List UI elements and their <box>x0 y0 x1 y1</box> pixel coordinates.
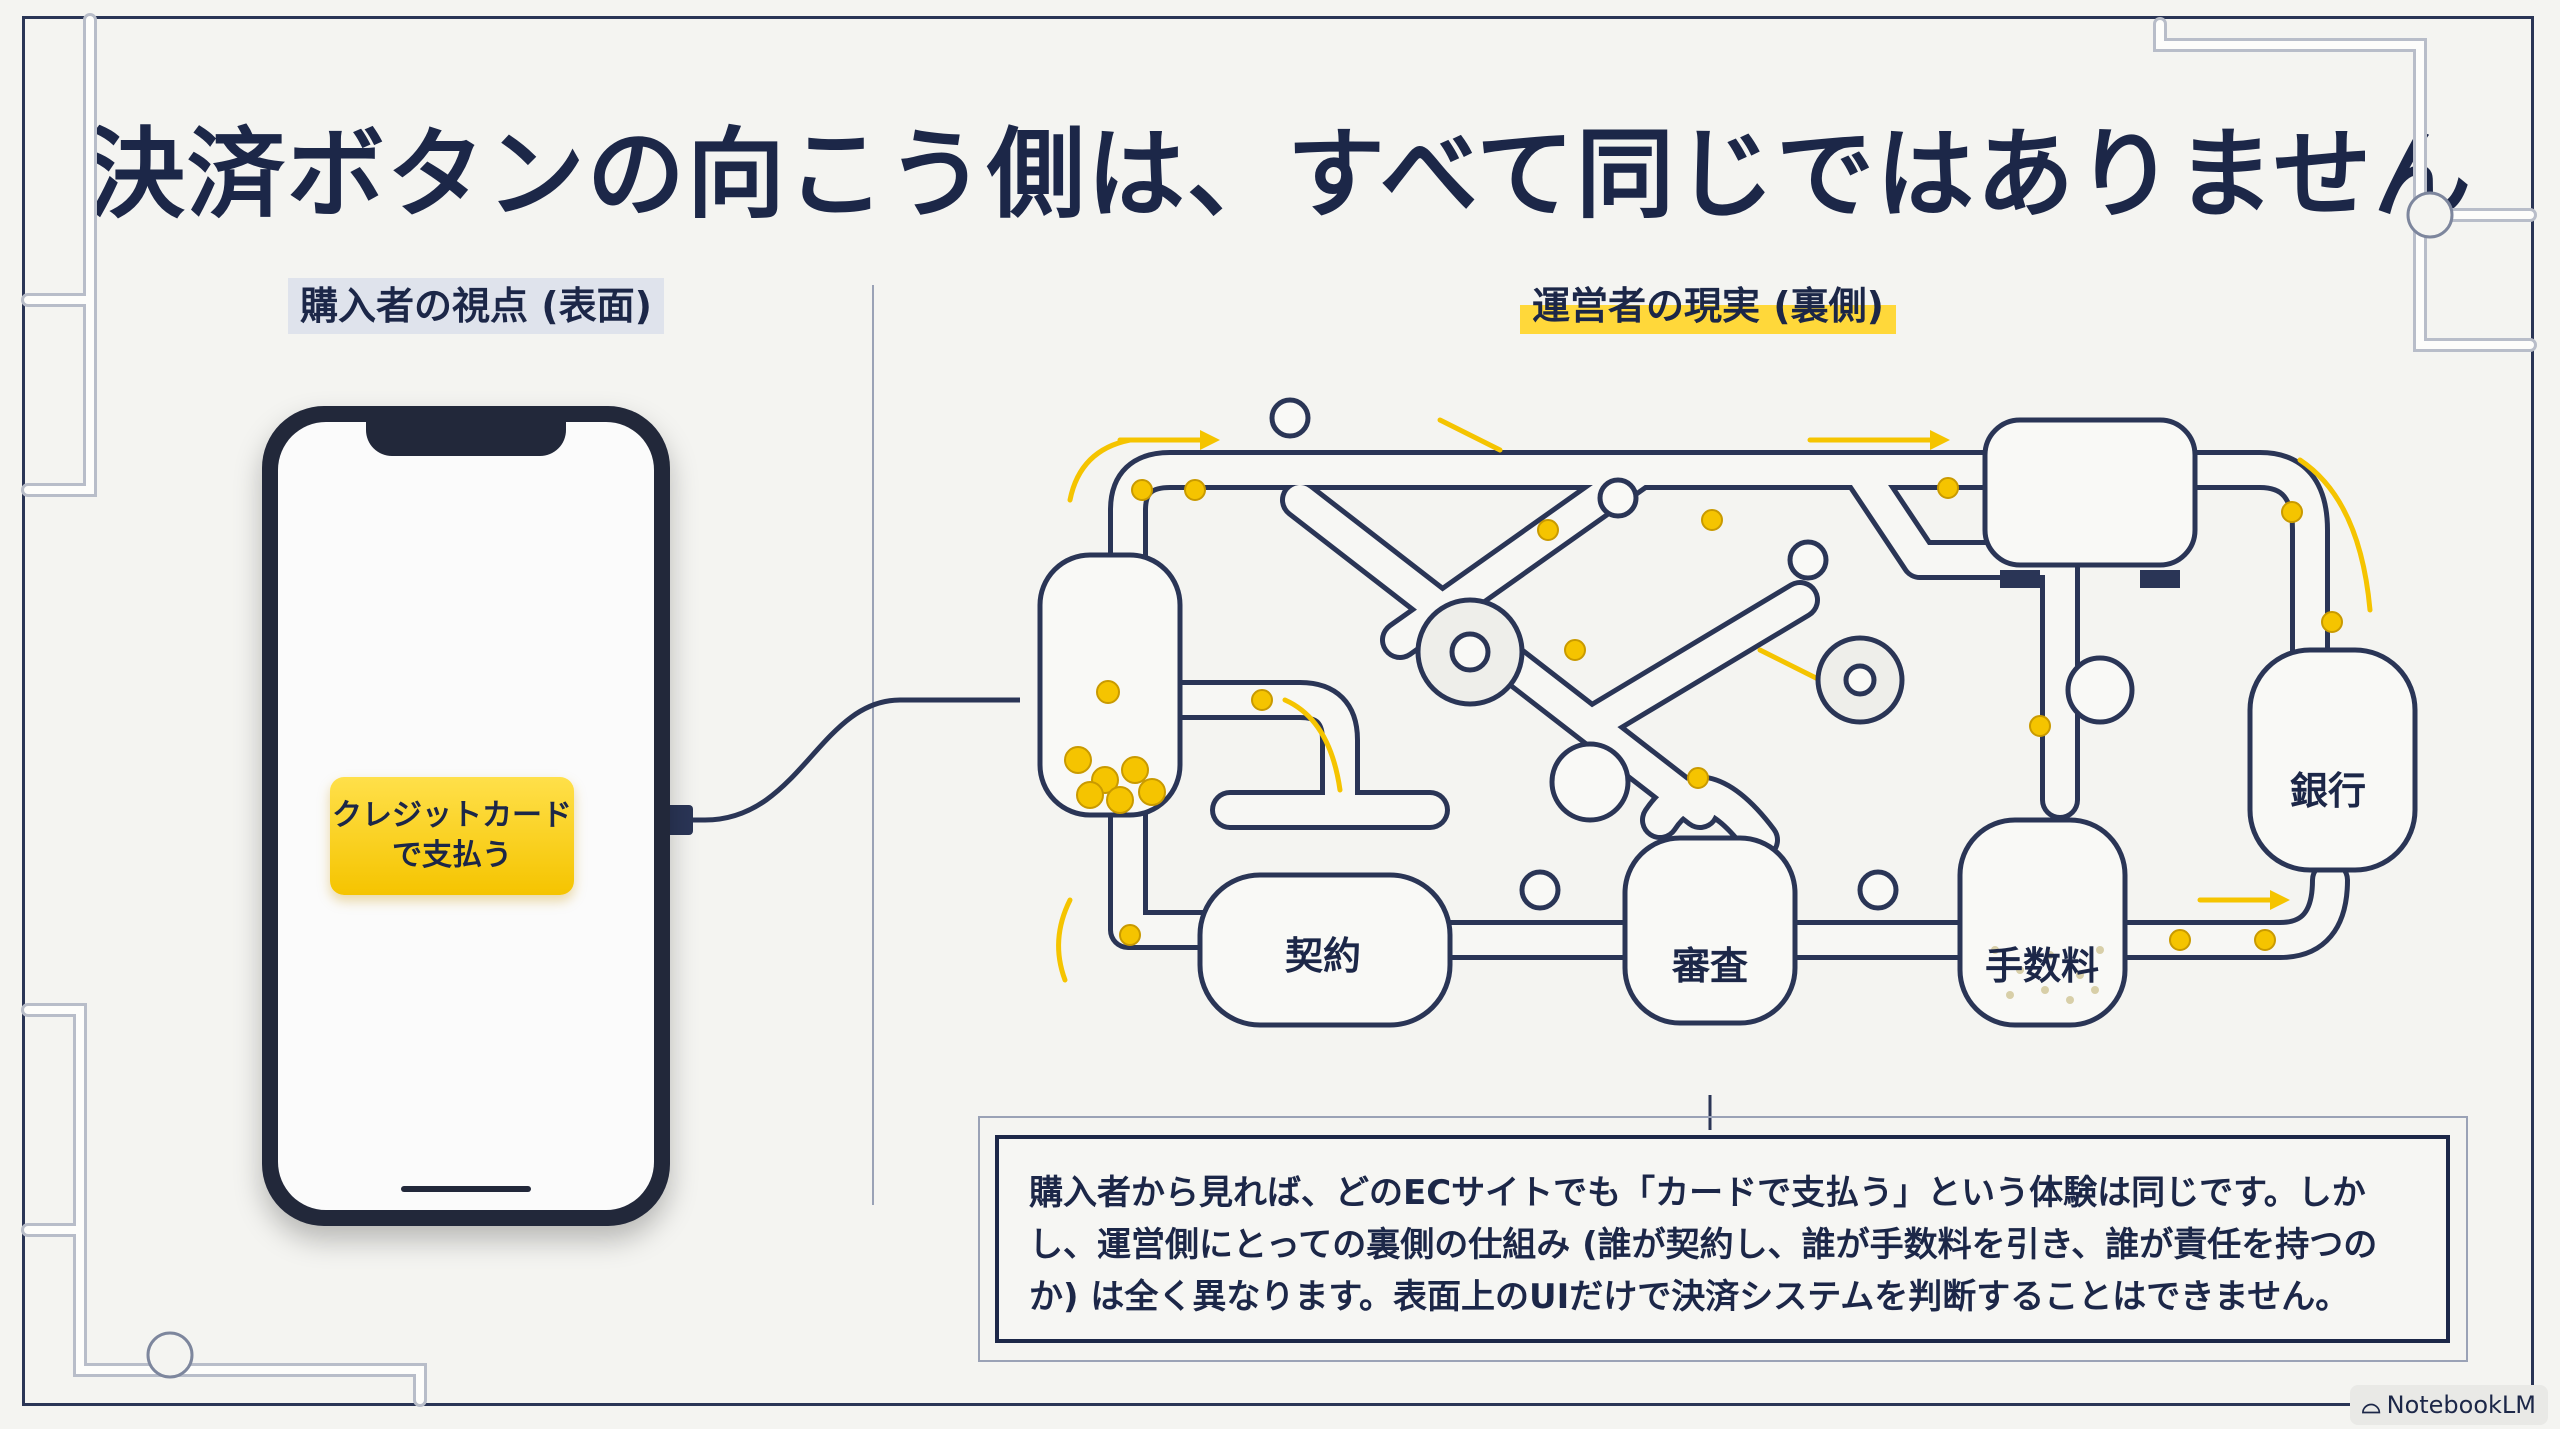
station-fee <box>1957 817 2128 1028</box>
pay-with-credit-card-button[interactable]: クレジットカード で支払う <box>330 777 574 895</box>
valve-icon <box>2406 191 2454 239</box>
corner-pipe-tl <box>21 13 97 307</box>
caption-frame <box>978 1116 2468 1362</box>
gear-icon <box>1815 635 1905 725</box>
notebooklm-logo-icon: ⌓ <box>2361 1391 2381 1419</box>
coin-icon <box>1119 924 1141 946</box>
valve-icon <box>1269 397 1899 911</box>
station-review <box>1622 835 1798 1026</box>
coin-icon <box>2281 501 2303 523</box>
operator-reality-label: 運営者の現実 (裏側) <box>1520 278 1896 334</box>
station-bank-label: 銀行 <box>2290 769 2367 813</box>
flow-arrow-icon <box>1437 417 1503 453</box>
station-fee-label: 手数料 <box>1985 944 2100 988</box>
station-review-label: 審査 <box>1672 944 1749 988</box>
storage-cylinder <box>1982 417 2198 588</box>
flow-arrow-icon <box>2297 457 2373 613</box>
gauge-icon <box>1549 655 2135 823</box>
coin-icon <box>1537 519 1559 541</box>
phone-screen: クレジットカード で支払う <box>278 422 654 1210</box>
coin-icon <box>2029 715 2051 737</box>
phone-notch <box>366 422 566 456</box>
coin-icon <box>2321 611 2343 633</box>
coin-icon <box>1251 689 1273 711</box>
coin-icon <box>1184 479 1206 501</box>
flow-arrow-icon <box>1282 697 1343 793</box>
coin-icon <box>1937 477 1959 499</box>
page-title: 決済ボタンの向こう側は、すべて同じではありません <box>86 118 2474 232</box>
collector-tank <box>1037 552 1183 818</box>
station-bank <box>2247 647 2418 873</box>
corner-pipe-tr <box>2153 17 2537 352</box>
flow-arrow-icon <box>1056 897 1073 983</box>
coin-icon <box>1701 509 1723 531</box>
home-indicator <box>401 1186 531 1192</box>
explanation-text: 購入者から見れば、どのECサイトでも「カードで支払う」という体験は同じです。しか… <box>995 1135 2450 1343</box>
flow-arrow-icon <box>1757 647 1823 683</box>
station-contract-label: 契約 <box>1285 934 1362 978</box>
coin-icon <box>2169 929 2191 951</box>
coin-icon <box>1564 639 1586 661</box>
coin-icon <box>1131 479 1153 501</box>
notebooklm-watermark: ⌓NotebookLM <box>2349 1385 2548 1425</box>
coin-icon <box>1687 767 1709 789</box>
cable-plug <box>665 805 693 835</box>
section-divider <box>872 285 874 1205</box>
cable <box>672 697 1020 823</box>
station-contract <box>1197 872 1453 1028</box>
buyer-view-label: 購入者の視点 (表面) <box>288 278 664 334</box>
gear-icon <box>1415 597 1525 707</box>
smartphone: クレジットカード で支払う <box>262 406 670 1226</box>
coin-icon <box>2254 929 2276 951</box>
outer-frame <box>22 16 2534 1406</box>
valve-icon <box>146 1331 194 1379</box>
watermark-text: NotebookLM <box>2386 1391 2536 1419</box>
